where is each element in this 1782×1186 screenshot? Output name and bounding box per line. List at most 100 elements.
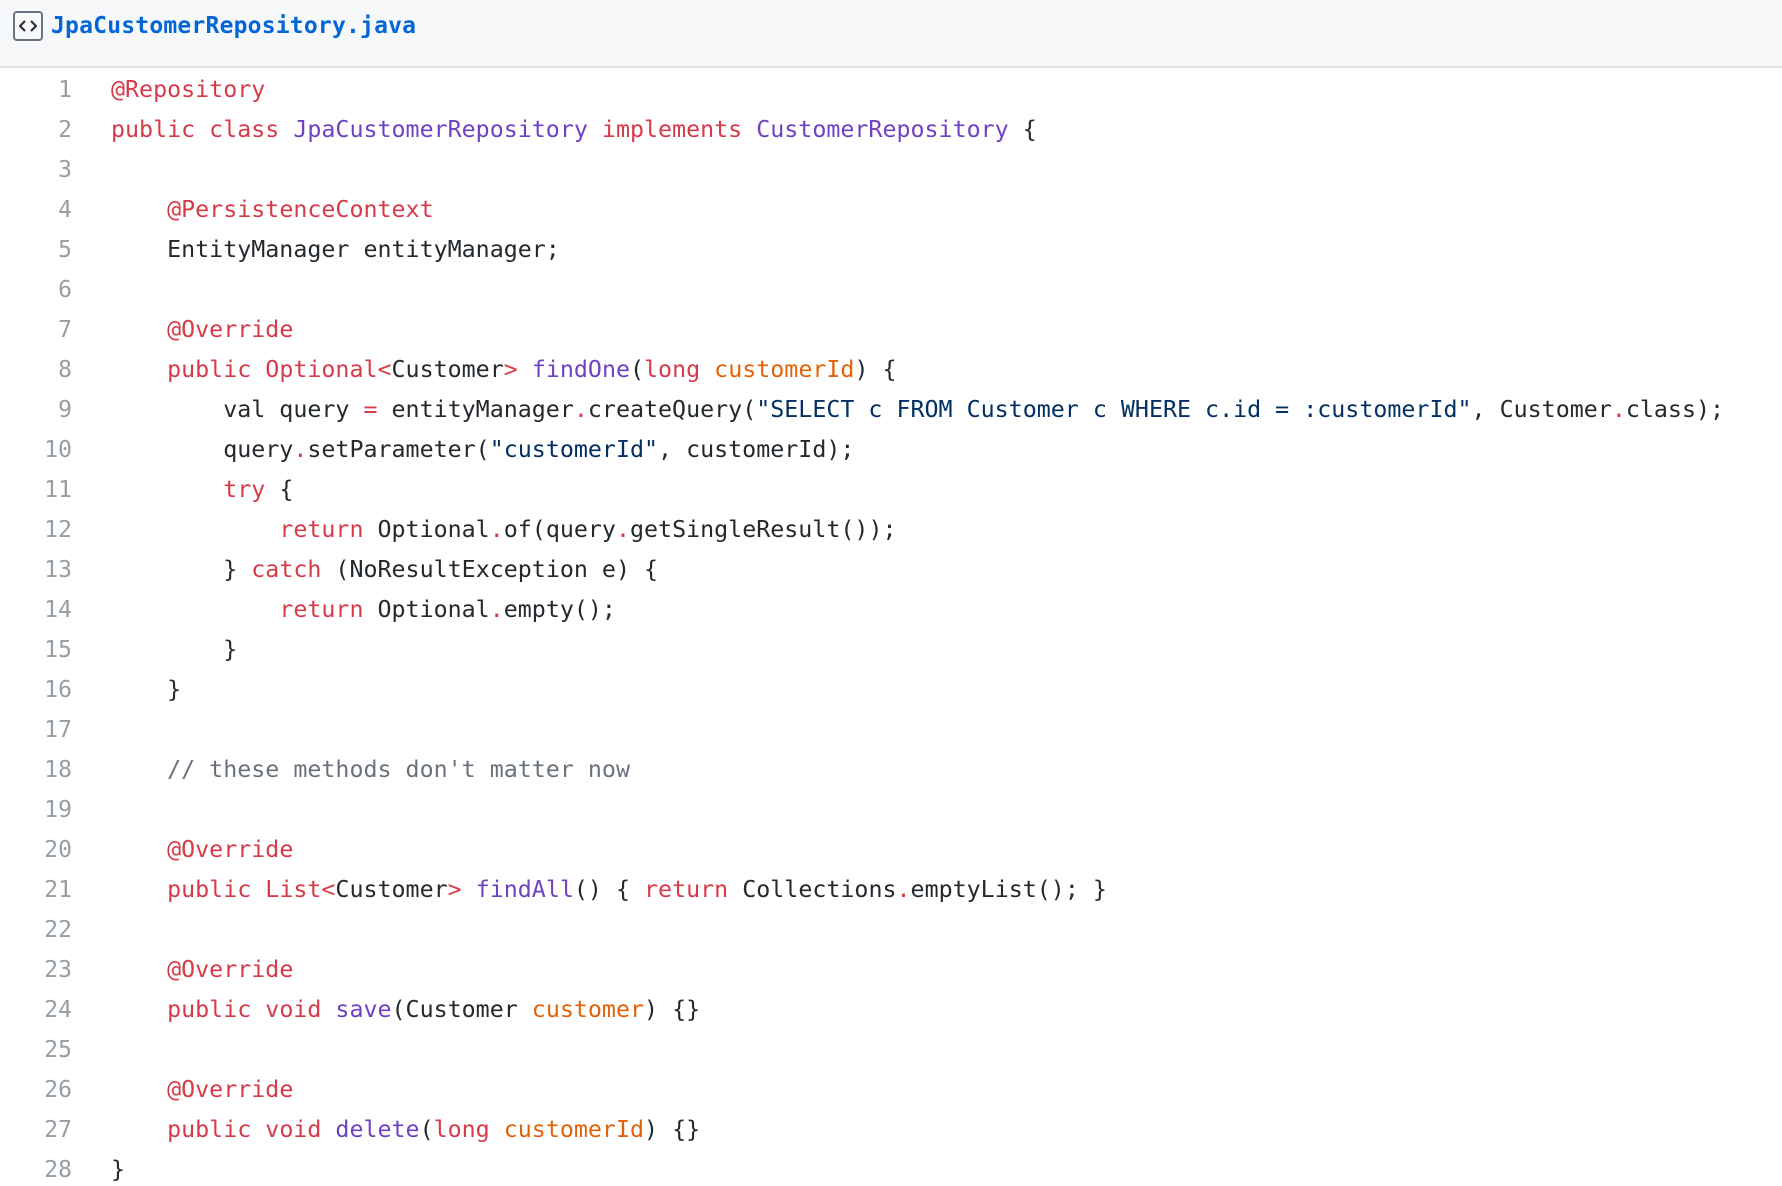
line-code: try { (72, 470, 1724, 510)
line-number[interactable]: 18 (44, 757, 72, 783)
line-number[interactable]: 5 (58, 237, 72, 263)
line-number[interactable]: 22 (44, 917, 72, 943)
line-code: public List<Customer> findAll() { return… (72, 870, 1724, 910)
line-code: } (72, 670, 1724, 710)
code-token: { (265, 476, 294, 503)
line-code: EntityManager entityManager; (72, 230, 1724, 270)
code-token: customerId (714, 356, 855, 383)
line-number[interactable]: 20 (44, 837, 72, 863)
line-number[interactable]: 6 (58, 277, 72, 303)
code-token: ) {} (644, 1116, 701, 1143)
code-token: ) { (854, 356, 897, 383)
code-token (111, 596, 279, 623)
line-number[interactable]: 25 (44, 1037, 72, 1063)
code-line: 1@Repository (0, 70, 1724, 110)
code-line: 8 public Optional<Customer> findOne(long… (0, 350, 1724, 390)
code-line: 27 public void delete(long customerId) {… (0, 1110, 1724, 1150)
code-token: . (489, 596, 504, 623)
code-token: ( (630, 356, 645, 383)
code-token: } (111, 676, 182, 703)
line-number[interactable]: 16 (44, 677, 72, 703)
line-code (72, 150, 1724, 190)
code-token: public class (111, 116, 294, 143)
code-line: 22 (0, 910, 1724, 950)
code-token: { (1008, 116, 1037, 143)
line-code: public class JpaCustomerRepository imple… (72, 110, 1724, 150)
code-token: EntityManager entityManager; (111, 236, 560, 263)
line-number[interactable]: 17 (44, 717, 72, 743)
line-number[interactable]: 26 (44, 1077, 72, 1103)
line-number[interactable]: 21 (44, 877, 72, 903)
code-token: } (111, 1156, 126, 1183)
code-token: entityManager (377, 396, 574, 423)
line-number[interactable]: 7 (58, 317, 72, 343)
line-number[interactable]: 19 (44, 797, 72, 823)
line-number[interactable]: 15 (44, 637, 72, 663)
line-number[interactable]: 12 (44, 517, 72, 543)
code-line: 7 @Override (0, 310, 1724, 350)
line-code: val query = entityManager.createQuery("S… (72, 390, 1724, 430)
code-token: try (223, 476, 266, 503)
code-token: class); (1625, 396, 1725, 423)
code-token: } (111, 556, 252, 583)
code-token: return (279, 516, 378, 543)
line-number[interactable]: 10 (44, 437, 72, 463)
line-number[interactable]: 2 (58, 117, 72, 143)
code-token: = (363, 396, 378, 423)
line-number[interactable]: 11 (44, 477, 72, 503)
code-line: 13 } catch (NoResultException e) { (0, 550, 1724, 590)
code-token (111, 996, 167, 1023)
code-token: ( (419, 1116, 434, 1143)
code-token: Customer (335, 876, 448, 903)
line-code: } (72, 1150, 1724, 1186)
code-line: 18 // these methods don't matter now (0, 750, 1724, 790)
code-token: Optional (377, 516, 490, 543)
code-token: query (111, 436, 294, 463)
line-code: public void save(Customer customer) {} (72, 990, 1724, 1030)
line-number[interactable]: 3 (58, 157, 72, 183)
line-number[interactable]: 4 (58, 197, 72, 223)
code-token: , Customer (1471, 396, 1612, 423)
code-token: long (644, 356, 715, 383)
line-code: @Override (72, 310, 1724, 350)
code-line: 14 return Optional.empty(); (0, 590, 1724, 630)
code-token: (Customer (391, 996, 532, 1023)
line-number[interactable]: 13 (44, 557, 72, 583)
code-token: customer (531, 996, 645, 1023)
line-number[interactable]: 8 (58, 357, 72, 383)
line-number[interactable]: 1 (58, 77, 72, 103)
line-code: } (72, 630, 1724, 670)
code-token: Customer (391, 356, 504, 383)
code-token: @PersistenceContext (167, 196, 434, 223)
line-number[interactable]: 23 (44, 957, 72, 983)
code-token: of(query (503, 516, 616, 543)
code-token: customerId (503, 1116, 645, 1143)
code-token (111, 476, 223, 503)
code-token: findAll (475, 876, 574, 903)
code-line: 24 public void save(Customer customer) {… (0, 990, 1724, 1030)
line-code (72, 710, 1724, 750)
code-token (588, 116, 602, 143)
code-line: 11 try { (0, 470, 1724, 510)
line-number[interactable]: 27 (44, 1117, 72, 1143)
line-code: public Optional<Customer> findOne(long c… (72, 350, 1724, 390)
line-number[interactable]: 28 (44, 1157, 72, 1183)
line-number[interactable]: 14 (44, 597, 72, 623)
code-token (111, 1076, 167, 1103)
code-token: CustomerRepository (756, 116, 1009, 143)
line-code (72, 790, 1724, 830)
code-line: 20 @Override (0, 830, 1724, 870)
line-number[interactable]: 9 (58, 397, 72, 423)
code-token: Collections (742, 876, 897, 903)
file-name-link[interactable]: JpaCustomerRepository.java (51, 13, 417, 39)
code-token: @Override (167, 956, 294, 983)
line-code (72, 910, 1724, 950)
code-line: 5 EntityManager entityManager; (0, 230, 1724, 270)
code-token: setParameter( (307, 436, 490, 463)
code-token: . (1611, 396, 1626, 423)
code-token (111, 196, 167, 223)
line-number[interactable]: 24 (44, 997, 72, 1023)
